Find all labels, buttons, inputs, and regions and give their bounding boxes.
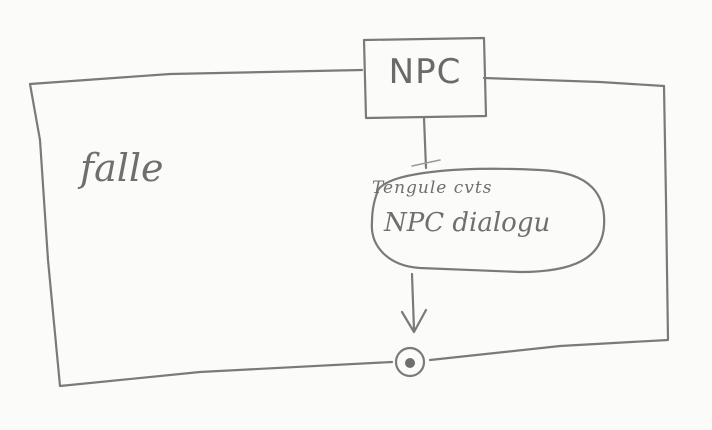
action-state-oval [370,167,606,274]
arrow-head-icon [400,308,428,334]
npc-node-label: NPC [388,52,462,92]
connector-tick [411,159,441,167]
connector-npc-to-action [422,116,428,170]
final-state-dot [405,358,415,368]
npc-node-box [362,36,488,120]
action-label-line1: Tengule cvts [372,178,493,198]
region-frame [28,68,670,388]
action-label-line2: NPC dialogu [384,208,551,238]
connector-action-to-final [410,272,416,332]
region-label: falle [80,146,164,190]
final-state-icon [394,346,426,378]
